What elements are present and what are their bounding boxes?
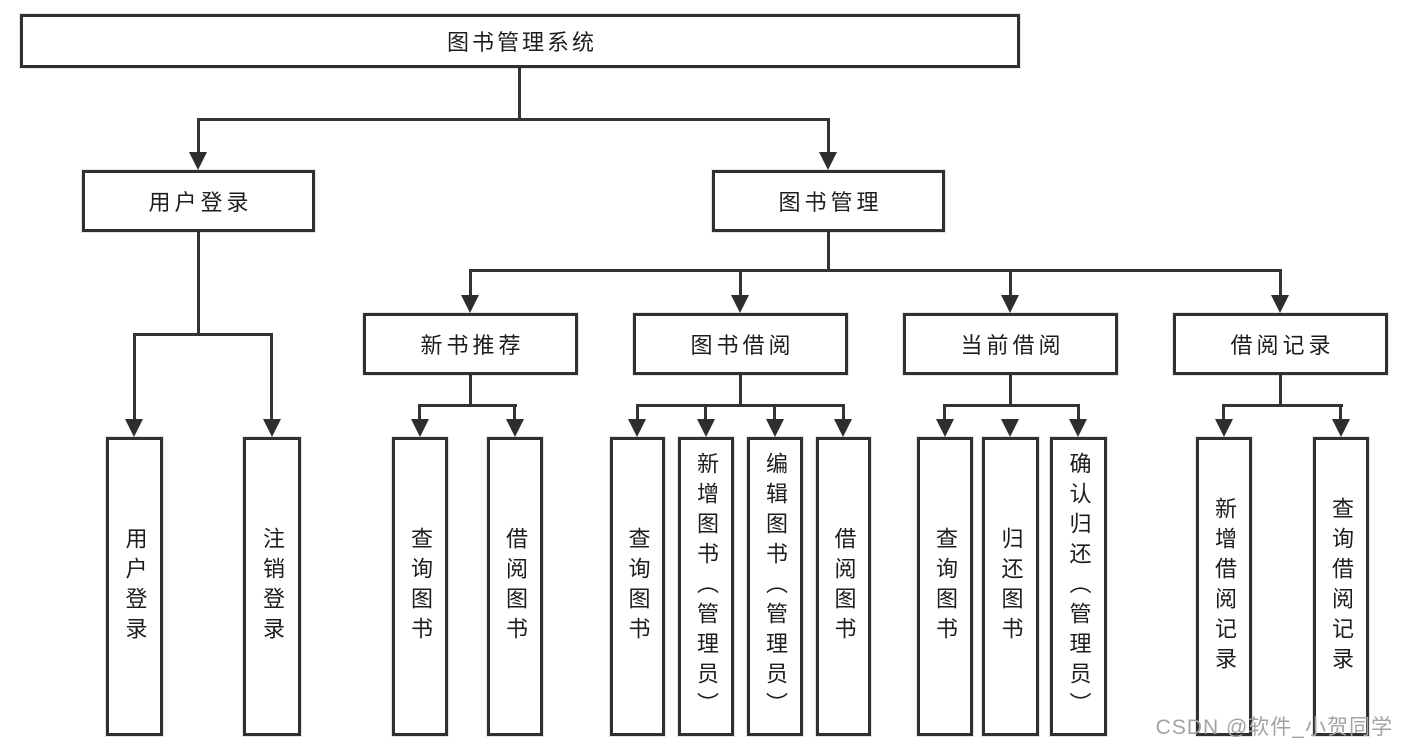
leaf-label: 用户登录 <box>122 526 148 647</box>
watermark: CSDN @软件_小贺同学 <box>1155 716 1393 739</box>
arrow-down-icon <box>263 419 281 437</box>
connector-line <box>739 375 742 406</box>
connector-line <box>827 232 830 271</box>
node-book-management: 图书管理 <box>712 170 945 232</box>
leaf-label: 借阅图书 <box>831 526 857 647</box>
node-label: 用户登录 <box>148 190 253 215</box>
node-book-borrow: 图书借阅 <box>633 313 848 375</box>
node-new-book-recommend: 新书推荐 <box>363 313 578 375</box>
arrow-down-icon <box>731 295 749 313</box>
leaf-confirm-return-admin: 确认归还（管理员） <box>1050 437 1107 736</box>
arrow-down-icon <box>697 419 715 437</box>
connector-line <box>636 404 639 422</box>
connector-line <box>197 232 200 335</box>
connector-line <box>133 333 273 336</box>
connector-line <box>704 404 707 422</box>
leaf-borrow-books: 借阅图书 <box>816 437 871 736</box>
leaf-label: 编辑图书（管理员） <box>763 451 788 722</box>
connector-line <box>842 404 845 422</box>
connector-line <box>739 269 742 297</box>
node-label: 图书借阅 <box>690 333 795 358</box>
arrow-down-icon <box>628 419 646 437</box>
arrow-down-icon <box>506 419 524 437</box>
connector-line <box>773 404 776 422</box>
arrow-down-icon <box>834 419 852 437</box>
leaf-label: 借阅图书 <box>503 526 528 647</box>
leaf-query-books-current: 查询图书 <box>917 437 973 736</box>
arrow-down-icon <box>1271 295 1289 313</box>
node-label: 借阅记录 <box>1230 333 1335 358</box>
arrow-down-icon <box>189 152 207 170</box>
arrow-down-icon <box>1332 419 1350 437</box>
leaf-query-borrow-record: 查询借阅记录 <box>1313 437 1369 736</box>
leaf-label: 注销登录 <box>260 526 285 647</box>
leaf-query-books-recommend: 查询图书 <box>392 437 448 736</box>
connector-line <box>469 269 472 297</box>
connector-line <box>518 68 521 120</box>
connector-line <box>133 333 136 421</box>
leaf-label: 归还图书 <box>998 526 1024 647</box>
connector-line <box>1077 404 1080 422</box>
node-current-borrow: 当前借阅 <box>903 313 1118 375</box>
arrow-down-icon <box>819 152 837 170</box>
arrow-down-icon <box>936 419 954 437</box>
node-label: 图书管理 <box>778 190 883 215</box>
node-borrow-records: 借阅记录 <box>1173 313 1388 375</box>
connector-line <box>197 118 830 121</box>
connector-line <box>197 118 200 154</box>
connector-line <box>943 404 946 422</box>
arrow-down-icon <box>1001 295 1019 313</box>
leaf-add-book-admin: 新增图书（管理员） <box>678 437 734 736</box>
connector-line <box>469 375 472 406</box>
leaf-edit-book-admin: 编辑图书（管理员） <box>747 437 803 736</box>
leaf-logout: 注销登录 <box>243 437 301 736</box>
connector-line <box>827 118 830 154</box>
arrow-down-icon <box>1069 419 1087 437</box>
connector-line <box>1222 404 1225 422</box>
leaf-borrow-books-recommend: 借阅图书 <box>487 437 543 736</box>
arrow-down-icon <box>1215 419 1233 437</box>
leaf-label: 确认归还（管理员） <box>1066 451 1092 722</box>
arrow-down-icon <box>1001 419 1019 437</box>
leaf-label: 新增借阅记录 <box>1212 496 1237 677</box>
connector-line <box>469 269 1282 272</box>
leaf-label: 查询图书 <box>933 526 958 647</box>
connector-line <box>513 404 516 422</box>
connector-line <box>1009 269 1012 297</box>
connector-line <box>1279 375 1282 406</box>
connector-line <box>419 404 517 407</box>
connector-line <box>1339 404 1342 422</box>
leaf-add-borrow-record: 新增借阅记录 <box>1196 437 1252 736</box>
connector-line <box>944 404 1080 407</box>
leaf-label: 查询图书 <box>408 526 433 647</box>
arrow-down-icon <box>411 419 429 437</box>
leaf-user-login: 用户登录 <box>106 437 163 736</box>
node-root-label: 图书管理系统 <box>446 30 597 55</box>
connector-line <box>636 404 845 407</box>
node-user-login: 用户登录 <box>82 170 315 232</box>
node-label: 新书推荐 <box>420 333 525 358</box>
leaf-label: 新增图书（管理员） <box>694 451 719 722</box>
leaf-label: 查询图书 <box>625 526 651 647</box>
connector-line <box>1223 404 1343 407</box>
arrow-down-icon <box>766 419 784 437</box>
connector-line <box>270 333 273 421</box>
arrow-down-icon <box>125 419 143 437</box>
connector-line <box>418 404 421 422</box>
node-label: 当前借阅 <box>960 333 1065 358</box>
leaf-query-books-borrow: 查询图书 <box>610 437 665 736</box>
connector-line <box>1279 269 1282 297</box>
leaf-label: 查询借阅记录 <box>1329 496 1354 677</box>
arrow-down-icon <box>461 295 479 313</box>
leaf-return-book: 归还图书 <box>982 437 1039 736</box>
node-root: 图书管理系统 <box>20 14 1020 68</box>
connector-line <box>1009 375 1012 406</box>
